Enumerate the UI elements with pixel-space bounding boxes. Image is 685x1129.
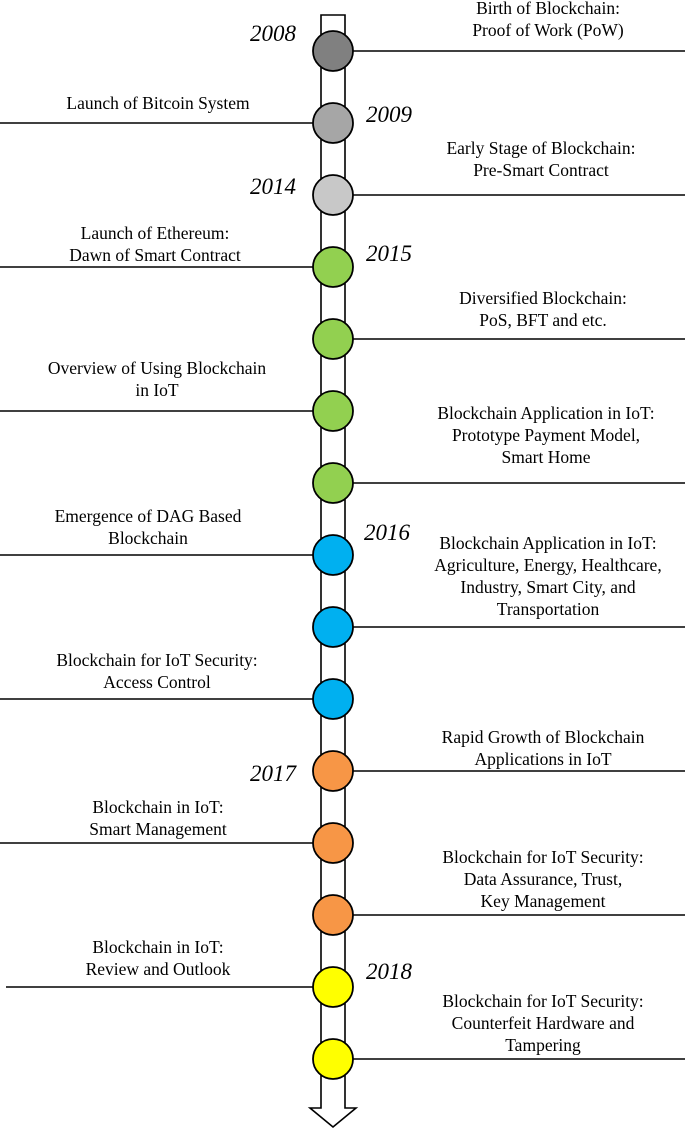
timeline-node [312, 462, 354, 504]
event-label: Launch of Bitcoin System [66, 93, 250, 113]
timeline-node [312, 174, 354, 216]
year-label-2008: 2008 [250, 21, 296, 46]
event-label: Diversified Blockchain:PoS, BFT and etc. [459, 288, 627, 330]
event-label: Blockchain in IoT:Smart Management [89, 797, 227, 839]
event-label: Blockchain for IoT Security:Counterfeit … [442, 991, 644, 1055]
timeline-node [312, 318, 354, 360]
year-label-2009: 2009 [366, 102, 412, 127]
timeline-node [312, 246, 354, 288]
event-label: Blockchain for IoT Security:Access Contr… [56, 650, 258, 692]
timeline-node [312, 822, 354, 864]
timeline-node [312, 534, 354, 576]
event-label: Early Stage of Blockchain:Pre-Smart Cont… [446, 138, 636, 180]
timeline-node [312, 894, 354, 936]
timeline-node [312, 750, 354, 792]
timeline-node [312, 606, 354, 648]
year-label-2016: 2016 [364, 520, 410, 545]
year-label-2015: 2015 [366, 241, 412, 266]
timeline-node [312, 1038, 354, 1080]
year-label-2017: 2017 [250, 761, 296, 786]
event-label: Blockchain in IoT:Review and Outlook [85, 937, 231, 979]
event-label: Launch of Ethereum:Dawn of Smart Contrac… [69, 223, 241, 265]
timeline-node [312, 30, 354, 72]
event-label: Blockchain Application in IoT:Prototype … [437, 403, 655, 467]
year-label-2018: 2018 [366, 959, 412, 984]
year-label-2014: 2014 [250, 174, 296, 199]
event-label: Birth of Blockchain:Proof of Work (PoW) [472, 0, 624, 40]
event-label: Blockchain for IoT Security:Data Assuran… [442, 847, 644, 911]
timeline-node [312, 966, 354, 1008]
timeline-node [312, 102, 354, 144]
timeline-node [312, 390, 354, 432]
event-label: Blockchain Application in IoT:Agricultur… [434, 533, 662, 619]
timeline-node [312, 678, 354, 720]
